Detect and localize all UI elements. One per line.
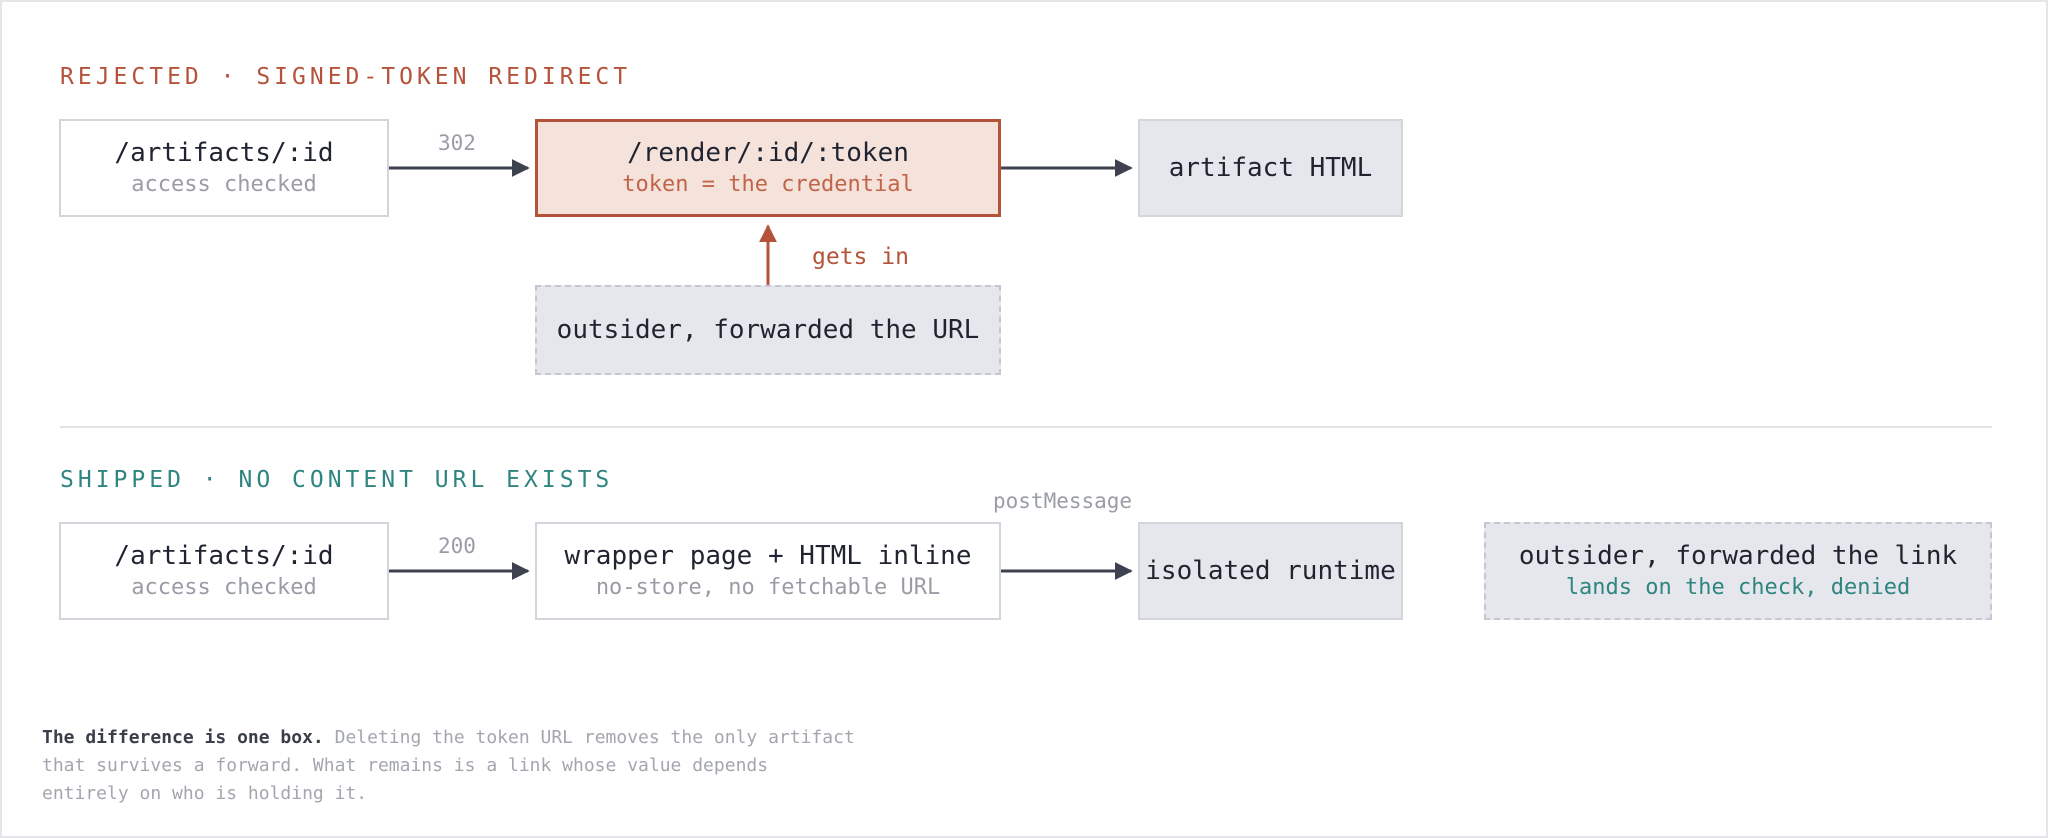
rejected-artifacts-note: access checked [131, 172, 317, 197]
wrapper-page-note: no-store, no fetchable URL [595, 575, 941, 600]
shipped-section-title: SHIPPED · NO CONTENT URL EXISTS [60, 467, 614, 493]
shipped-artifacts-note: access checked [131, 575, 317, 600]
rejected-status-label: 302 [438, 131, 476, 155]
section-divider [60, 426, 1992, 428]
isolated-runtime-box: isolated runtime [1138, 522, 1403, 620]
artifact-html-box: artifact HTML [1138, 119, 1403, 217]
shipped-outsider-note: lands on the check, denied [1565, 575, 1911, 600]
rejected-outsider-label: outsider, forwarded the URL [556, 315, 980, 345]
shipped-artifacts-path: /artifacts/:id [114, 541, 334, 571]
rejected-section-title: REJECTED · SIGNED-TOKEN REDIRECT [60, 64, 632, 90]
footnote-lead: The difference is one box. [42, 727, 324, 748]
shipped-artifacts-box: /artifacts/:id access checked [59, 522, 389, 620]
shipped-outsider-box: outsider, forwarded the link lands on th… [1484, 522, 1992, 620]
render-token-path: /render/:id/:token [627, 138, 909, 168]
footnote-body: Deleting the token URL removes the only … [42, 727, 855, 804]
render-token-note: token = the credential [622, 172, 914, 197]
rejected-artifacts-box: /artifacts/:id access checked [59, 119, 389, 217]
gets-in-label: gets in [812, 244, 909, 270]
postmessage-label: postMessage [993, 489, 1133, 513]
wrapper-page-label: wrapper page + HTML inline [564, 541, 972, 571]
footnote: The difference is one box. Deleting the … [42, 724, 862, 808]
isolated-runtime-label: isolated runtime [1145, 556, 1396, 586]
artifact-html-label: artifact HTML [1168, 153, 1373, 183]
shipped-status-label: 200 [438, 534, 476, 558]
rejected-outsider-box: outsider, forwarded the URL [535, 285, 1001, 375]
render-token-box: /render/:id/:token token = the credentia… [535, 119, 1001, 217]
rejected-artifacts-path: /artifacts/:id [114, 138, 334, 168]
shipped-outsider-label: outsider, forwarded the link [1518, 541, 1958, 571]
wrapper-page-box: wrapper page + HTML inline no-store, no … [535, 522, 1001, 620]
